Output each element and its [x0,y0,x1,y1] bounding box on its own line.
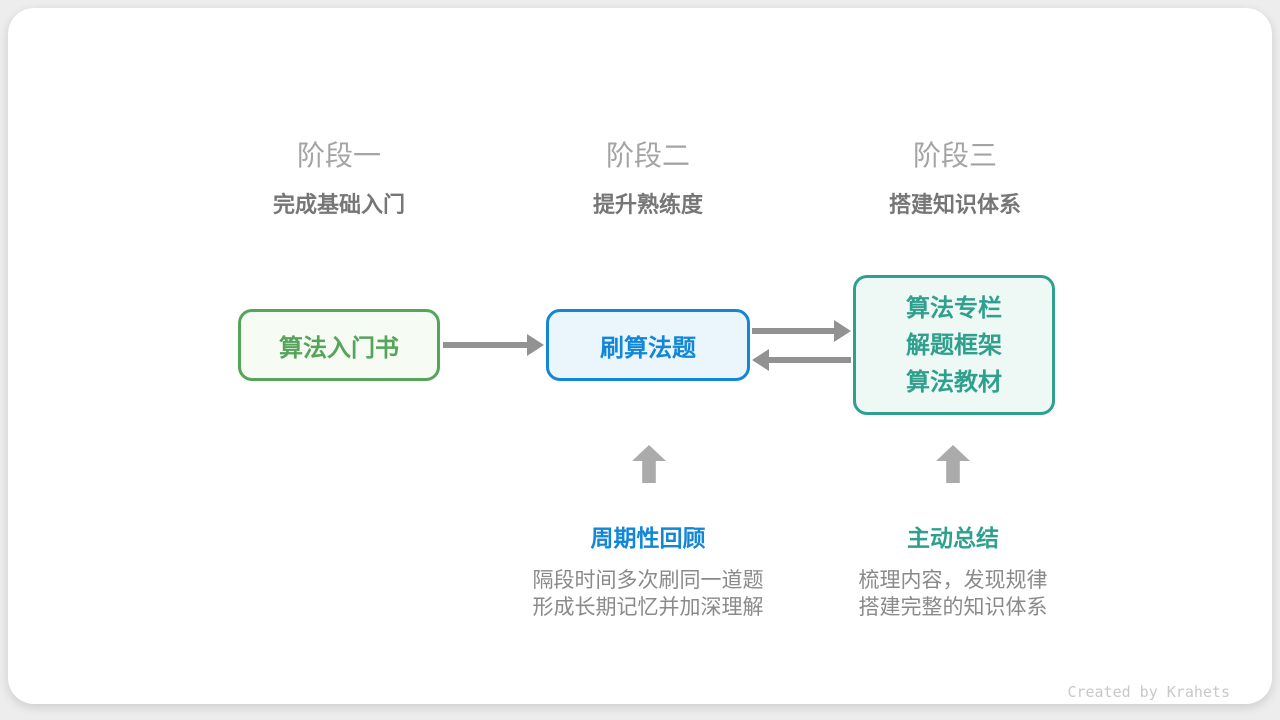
node-knowledge-line-3: 算法教材 [906,367,1002,396]
arrow-head [834,320,851,342]
node-intro-book: 算法入门书 [238,309,440,381]
node-knowledge-resources: 算法专栏 解题框架 算法教材 [853,275,1055,415]
node-practice-problems-label: 刷算法题 [600,333,696,362]
stage-2-title: 阶段二 [605,139,691,172]
arrow-up-icon [936,445,970,483]
arrow-up-icon [632,445,666,483]
annotation-summarize-title: 主动总结 [907,526,999,552]
annotation-review-desc: 隔段时间多次刷同一道题 形成长期记忆并加深理解 [533,567,764,621]
annotation-review-desc-line-1: 隔段时间多次刷同一道题 [532,568,764,592]
stage-1-title: 阶段一 [296,139,382,172]
diagram-card: 阶段一 阶段二 阶段三 完成基础入门 提升熟练度 搭建知识体系 算法入门书 刷算… [8,8,1272,704]
arrow-shaft [752,328,834,334]
stage-2-subtitle: 提升熟练度 [592,193,704,218]
node-knowledge-line-1: 算法专栏 [906,293,1002,322]
arrow-right-icon [443,334,544,356]
arrow-right-icon [752,320,851,342]
arrow-shaft [443,342,527,348]
annotation-summarize-desc: 梳理内容，发现规律 搭建完整的知识体系 [859,567,1048,621]
arrow-shaft [769,357,851,363]
stage-3-subtitle: 搭建知识体系 [888,193,1022,218]
credit-text: Created by Krahets [1067,683,1230,701]
arrow-left-icon [752,349,851,371]
node-knowledge-line-2: 解题框架 [906,330,1002,359]
stage-1-subtitle: 完成基础入门 [272,193,406,218]
stage-3-title: 阶段三 [912,139,998,172]
annotation-summarize-desc-line-2: 搭建完整的知识体系 [858,595,1048,619]
annotation-review-title: 周期性回顾 [590,526,706,552]
annotation-review-desc-line-2: 形成长期记忆并加深理解 [532,595,764,619]
arrow-head [527,334,544,356]
annotation-summarize-desc-line-1: 梳理内容，发现规律 [858,568,1048,592]
node-practice-problems: 刷算法题 [546,309,750,381]
arrow-head [752,349,769,371]
node-intro-book-label: 算法入门书 [279,333,399,362]
